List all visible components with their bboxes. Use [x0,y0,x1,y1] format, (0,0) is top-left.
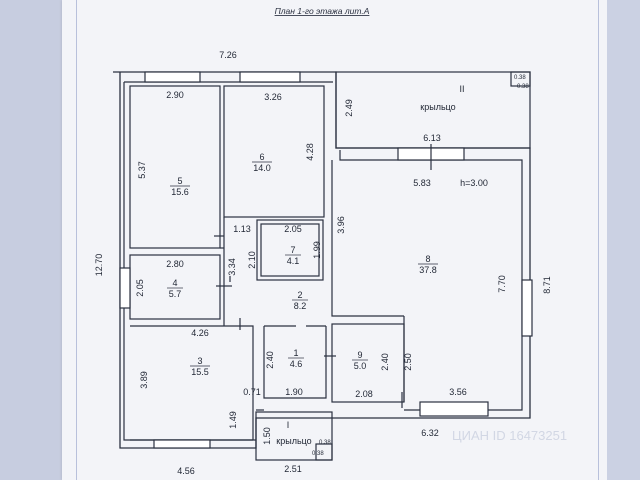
room-2: 2 8.2 [292,290,308,311]
dim-porch2-bottom: 6.13 [423,133,441,143]
dim-r8-left: 3.96 [336,216,346,234]
ceiling-height: h=3.00 [460,178,488,188]
dim-porch1-bottom: 2.51 [284,464,302,474]
room-area: 15.5 [191,367,209,377]
dim-stub: 0.71 [243,387,261,397]
room-7: 7 4.1 [285,245,301,266]
dim-corr-a: 1.13 [233,224,251,234]
room-number: 7 [290,245,295,255]
dim-right-total: 8.71 [542,276,552,294]
room-area: 5.7 [169,289,182,299]
right-margin [607,0,640,480]
porch-2: II крыльцо 0.38 0.38 [420,75,529,112]
watermark: ЦИАН ID 16473251 [452,428,567,443]
room-number: 4 [172,278,177,288]
room-8: 8 37.8 [418,254,438,275]
dim-r3-low: 1.49 [228,411,238,429]
dim-corr-c: 3.34 [227,258,237,276]
dim-r5-top: 2.90 [166,90,184,100]
room-area: 4.1 [287,256,300,266]
porch-dim: 0.38 [517,84,529,90]
dim-r1-side: 2.40 [265,351,275,369]
dim-r8-right: 7.70 [497,275,507,293]
dim-r5-side: 5.37 [137,161,147,179]
room-area: 5.0 [354,361,367,371]
room-3: 3 15.5 [190,356,210,377]
dim-r4-side: 2.05 [135,279,145,297]
room-1: 1 4.6 [288,348,304,369]
dim-r6-side: 4.28 [305,143,315,161]
room-number: 3 [197,356,202,366]
dim-r7-top: 2.05 [284,224,302,234]
dim-r8-top: 5.83 [413,178,431,188]
dim-r3-side: 3.89 [139,371,149,389]
porch-dim: 0.38 [319,440,331,446]
margin-guide [76,0,77,480]
plan-title: План 1-го этажа лит.А [275,6,370,16]
porch-label: крыльцо [420,102,455,112]
room-number: 2 [297,290,302,300]
dim-bottom-left: 4.56 [177,466,195,476]
dim-porch1-side: 1.50 [262,427,272,445]
porch-number: II [459,84,464,94]
dim-porch2-side: 2.49 [344,99,354,117]
room-area: 8.2 [294,301,307,311]
dim-r3-top: 4.26 [191,328,209,338]
porch-number: I [287,420,290,430]
room-number: 5 [177,176,182,186]
room-number: 6 [259,152,264,162]
dim-r9-right: 2.50 [403,353,413,371]
dim-corr-b: 2.10 [247,251,257,269]
dim-r9-bottom: 2.08 [355,389,373,399]
room-number: 1 [293,348,298,358]
porch-dim: 0.38 [312,451,324,457]
dim-top-total: 7.26 [219,50,237,60]
room-number: 8 [425,254,430,264]
dim-r6-top: 3.26 [264,92,282,102]
room-area: 4.6 [290,359,303,369]
room-area: 15.6 [171,187,189,197]
room-4: 4 5.7 [167,278,183,299]
room-area: 37.8 [419,265,437,275]
dim-bottom-right: 6.32 [421,428,439,438]
porch-1: I крыльцо 0.38 0.38 [276,420,331,457]
dim-r8-bottom: 3.56 [449,387,467,397]
dim-r1-bottom: 1.90 [285,387,303,397]
dimension-labels-vertical: 12.70 8.71 5.37 4.28 2.49 3.96 7.70 2.10… [94,99,552,445]
dim-left-total: 12.70 [94,254,104,277]
left-margin [0,0,62,480]
dim-r7-side: 1.99 [312,241,322,259]
room-9: 9 5.0 [352,350,368,371]
room-number: 9 [357,350,362,360]
room-area: 14.0 [253,163,271,173]
margin-guide [598,0,599,480]
porch-label: крыльцо [276,436,311,446]
dimension-labels: 7.26 2.90 3.26 6.13 5.83 1.13 2.05 2.80 … [166,50,467,476]
room-6: 6 14.0 [252,152,272,173]
dim-r9-side: 2.40 [380,353,390,371]
room-5: 5 15.6 [170,176,190,197]
porch-dim: 0.38 [514,75,526,81]
dim-r4-top: 2.80 [166,259,184,269]
